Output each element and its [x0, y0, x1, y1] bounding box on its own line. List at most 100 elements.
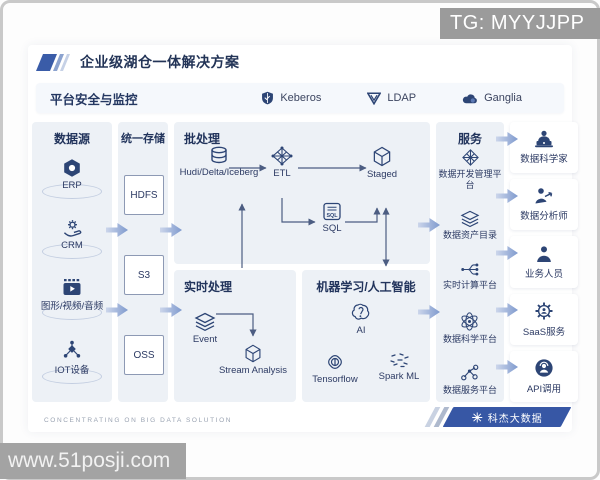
consumer-label: API调用	[526, 383, 562, 395]
iot-molecule-icon	[62, 340, 82, 360]
security-item-ldap: LDAP	[367, 91, 417, 105]
etl-network-icon	[271, 146, 293, 166]
datasource-label: CRM	[61, 240, 83, 251]
layers-icon	[460, 210, 480, 228]
brand-badge: 科杰大数据	[424, 407, 572, 427]
consumer-label: 数据分析师	[520, 211, 568, 223]
panel-title: 实时处理	[184, 280, 233, 294]
consumer-cards: 数据科学家 数据分析师 业务人员 SaaS服务	[510, 122, 578, 403]
node-sql: SQL SQL	[288, 202, 376, 234]
brand-logo-icon	[471, 411, 483, 423]
pedestal-ellipse	[42, 244, 102, 259]
service-label: 数据资产目录	[442, 230, 497, 241]
node-label: Tensorflow	[312, 374, 358, 385]
service-label: 数据科学平台	[442, 333, 497, 344]
svg-text:SQL: SQL	[326, 213, 338, 219]
datasource-erp: ERP	[42, 158, 102, 199]
security-bar-items: Keberos LDAP Ganglia	[261, 91, 522, 105]
service-items: 数据开发管理平台 数据资产目录 实时计算平台	[438, 148, 502, 396]
storage-box-s3: S3	[124, 255, 164, 295]
brain-icon	[350, 302, 372, 323]
node-label: Spark ML	[378, 371, 420, 382]
storage-box-oss: OSS	[124, 335, 164, 375]
page-title-row: 企业级湖仓一体解决方案	[36, 52, 240, 72]
hex-nut-icon	[62, 158, 82, 178]
datasource-label: 图形/视频/音频	[40, 301, 104, 312]
panel-title: 统一存储	[121, 133, 165, 145]
gear-badge-icon	[534, 301, 554, 321]
node-label: Staged	[366, 169, 398, 180]
database-cylinder-icon	[209, 146, 229, 165]
node-event: Event	[180, 312, 230, 345]
security-bar: 平台安全与监控 Keberos LDAP Ganglia	[36, 83, 564, 113]
atom-icon	[459, 311, 480, 332]
card-api-call: API调用	[510, 350, 578, 403]
storage-box-hdfs: HDFS	[124, 175, 164, 215]
storage-label: OSS	[133, 349, 155, 361]
security-item-keberos: Keberos	[261, 91, 321, 105]
cube-icon	[244, 344, 262, 363]
ldap-triangle-icon	[367, 91, 382, 105]
node-label: SQL	[322, 223, 342, 234]
service-label: 实时计算平台	[442, 279, 497, 290]
datasource-iot: IOT设备	[42, 340, 102, 384]
datasource-crm: CRM	[42, 219, 102, 259]
service-realtime-compute: 实时计算平台	[443, 261, 497, 291]
consumer-label: SaaS服务	[522, 326, 566, 338]
card-saas-service: SaaS服务	[510, 293, 578, 345]
security-item-label: Ganglia	[484, 92, 522, 104]
title-slash-logo-icon	[36, 53, 72, 71]
service-data-service: 数据服务平台	[443, 364, 497, 396]
panel-storage: 统一存储 HDFS S3 OSS	[118, 122, 168, 402]
panel-title: 服务	[457, 132, 482, 146]
node-label: Event	[192, 334, 218, 345]
card-data-analyst: 数据分析师	[510, 179, 578, 231]
grid-lattice-icon	[461, 148, 480, 167]
panel-ml: 机器学习/人工智能 AI Tensorflow Spark ML	[302, 270, 430, 402]
consumer-label: 业务人员	[524, 268, 563, 280]
node-spark-ml: Spark ML	[368, 352, 430, 382]
datasource-label: IOT设备	[54, 365, 90, 376]
tensorflow-knot-icon	[325, 352, 345, 372]
security-item-label: Keberos	[280, 92, 322, 104]
architecture-diagram: 数据源 ERP CRM	[32, 122, 578, 403]
site-watermark: www.51posji.com	[0, 443, 186, 479]
page-title: 企业级湖仓一体解决方案	[80, 54, 240, 70]
brand-inner: 科杰大数据	[471, 410, 543, 425]
person-icon	[535, 245, 553, 263]
node-hudi: Hudi/Delta/Iceberg	[172, 146, 266, 178]
brand-plate: 科杰大数据	[442, 407, 572, 427]
panel-realtime: 实时处理 Event Stream Analysis	[174, 270, 296, 402]
node-label: Stream Analysis	[218, 365, 288, 376]
consumer-label: 数据科学家	[520, 154, 568, 166]
sql-file-icon: SQL	[322, 202, 342, 221]
panel-datasources: 数据源 ERP CRM	[32, 122, 112, 402]
panel-services: 服务 数据开发管理平台 数据资产目录	[436, 122, 504, 402]
panel-batch: 批处理 Hudi/Delta/Iceberg ETL Staged	[174, 122, 430, 264]
service-dev-platform: 数据开发管理平台	[438, 148, 502, 191]
node-staged: Staged	[338, 146, 426, 180]
hand-gear-icon	[62, 219, 83, 238]
security-item-label: LDAP	[387, 92, 417, 104]
cloud-icon	[462, 93, 478, 104]
brand-name: 科杰大数据	[487, 413, 543, 425]
api-circle-icon	[534, 358, 554, 378]
spark-flock-icon	[388, 352, 410, 369]
node-label: AI	[356, 325, 366, 336]
service-data-science: 数据科学平台	[443, 311, 497, 345]
pedestal-ellipse	[42, 184, 102, 199]
panel-title: 数据源	[53, 132, 90, 146]
service-label: 数据开发管理平台	[438, 169, 502, 190]
cube-icon	[372, 146, 392, 167]
card-business-user: 业务人员	[510, 236, 578, 288]
circuit-icon	[460, 261, 480, 278]
analyst-trend-icon	[533, 187, 555, 205]
security-item-ganglia: Ganglia	[462, 92, 522, 104]
scientist-laptop-icon	[533, 130, 555, 148]
storage-label: S3	[137, 269, 151, 281]
layers-icon	[194, 312, 216, 332]
pedestal-ellipse	[42, 369, 102, 384]
node-label: Hudi/Delta/Iceberg	[179, 167, 259, 178]
shield-icon	[261, 91, 274, 105]
panel-title: 机器学习/人工智能	[316, 280, 416, 294]
